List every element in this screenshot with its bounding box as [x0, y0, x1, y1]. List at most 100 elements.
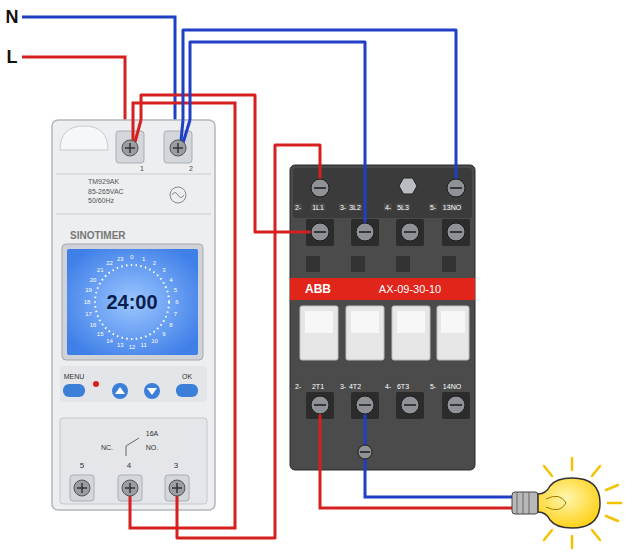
contact-symbol — [126, 438, 139, 446]
down-arrow — [147, 388, 157, 395]
terminal-name: 3- — [339, 204, 347, 211]
terminal-name: 4T2 — [348, 383, 362, 390]
rating-label: 16A — [146, 430, 158, 437]
dial-hour: 22 — [106, 260, 113, 266]
terminal-name: 4- — [384, 383, 392, 390]
time-display: 24:00 — [106, 292, 157, 312]
ok-button — [176, 384, 198, 397]
contactor-band — [290, 278, 475, 300]
terminal-name: 2- — [294, 204, 302, 211]
supply-symbol — [170, 187, 186, 203]
down-button — [144, 383, 160, 399]
contact-symbol — [126, 446, 127, 456]
light-bulb — [512, 478, 600, 528]
device-text: TM929AK — [88, 178, 119, 185]
terminal-number: 4 — [127, 462, 131, 470]
dial-hour: 5 — [174, 287, 177, 293]
terminal-name: 5- — [429, 383, 437, 390]
dial-hour: 11 — [141, 342, 147, 348]
dial-hour: 16 — [90, 322, 97, 328]
line-name: N — [6, 8, 19, 26]
wire-connector — [190, 42, 365, 165]
terminal-recess — [306, 219, 470, 419]
terminal-recess — [164, 131, 192, 163]
lcd-frame — [62, 244, 203, 360]
dial-hour: 10 — [151, 338, 158, 344]
wire-stub — [135, 120, 141, 142]
dial-hour: 20 — [90, 277, 97, 283]
dial-hour: 8 — [169, 322, 172, 328]
terminal-screws — [311, 179, 465, 459]
terminal-number: 3 — [174, 462, 178, 470]
up-arrow — [115, 387, 125, 394]
dial-hour: 7 — [174, 311, 177, 317]
terminal-name: 4- — [384, 204, 392, 211]
wire-stub — [176, 495, 179, 510]
wire-stub — [290, 231, 311, 234]
timer-clip — [60, 126, 108, 150]
contact-name: NO. — [146, 444, 158, 451]
device-text: 85-265VAC — [88, 188, 124, 195]
contactor-device: ABB AX-09-30-10 — [290, 165, 475, 470]
terminal-name: 3L2 — [348, 204, 362, 211]
dial-ticks — [95, 265, 169, 339]
button-name: MENU — [64, 373, 85, 380]
screw-slots — [314, 188, 462, 452]
terminal-number: 1 — [140, 165, 144, 172]
load-wire — [365, 412, 514, 497]
terminal-name: 14NO — [442, 383, 462, 390]
terminal-name: 2T1 — [311, 383, 325, 390]
dial-hour: 18 — [84, 299, 91, 305]
output-panel — [60, 418, 207, 504]
screw-slots — [77, 143, 183, 493]
device-text: AX-09-30-10 — [379, 284, 441, 295]
load-wire — [320, 412, 514, 508]
supply-symbol — [172, 193, 184, 198]
line-name: L — [7, 48, 18, 66]
contact-name: NC. — [101, 444, 113, 451]
terminal-recess — [116, 131, 144, 163]
device-text: 50/60Hz — [88, 197, 114, 204]
light-rays — [544, 458, 621, 548]
dial-hour: 0 — [130, 254, 133, 260]
dial-hour: 1 — [142, 256, 145, 262]
terminal-name: 3- — [339, 383, 347, 390]
terminal-name: 6T3 — [396, 383, 410, 390]
wire-stub — [181, 120, 183, 141]
dial-hour: 2 — [153, 260, 156, 266]
dial-hour: 15 — [97, 331, 104, 337]
wire-connector — [183, 30, 456, 165]
wire-connector — [177, 145, 320, 538]
contact-windows — [305, 311, 465, 333]
terminal-screws — [74, 140, 186, 496]
menu-button — [63, 384, 85, 397]
terminal-name: 1L1 — [311, 204, 325, 211]
button-panel — [60, 366, 207, 402]
terminal-recess — [70, 475, 94, 501]
dial-hour: 14 — [106, 338, 113, 344]
dial-hour: 12 — [129, 344, 136, 350]
dial-hour: 17 — [85, 311, 92, 317]
terminal-name: 5L3 — [396, 204, 410, 211]
dial-hour: 19 — [85, 287, 92, 293]
contactor-slots — [306, 256, 456, 272]
timer-housing — [52, 120, 215, 510]
jumper-wire — [130, 103, 235, 528]
wire-stub — [364, 165, 367, 224]
terminal-number: 2 — [189, 165, 193, 172]
status-led — [93, 381, 99, 387]
timer-device: TM929AK 85-265VAC 50/60HzSINOTIMER — [52, 120, 215, 510]
dial-hour: 3 — [162, 267, 165, 273]
dial-hour: 6 — [175, 299, 178, 305]
panel-line — [56, 174, 211, 175]
terminal-number: 5 — [80, 462, 84, 470]
device-text: ABB — [305, 283, 331, 295]
wire-stub — [183, 120, 190, 143]
device-text: SINOTIMER — [70, 231, 126, 241]
dial-hour: 9 — [162, 331, 165, 337]
dial-hour: 21 — [97, 267, 104, 273]
contactor-housing — [290, 165, 475, 470]
panel-line — [56, 214, 211, 215]
dial-hour: 13 — [117, 342, 124, 348]
